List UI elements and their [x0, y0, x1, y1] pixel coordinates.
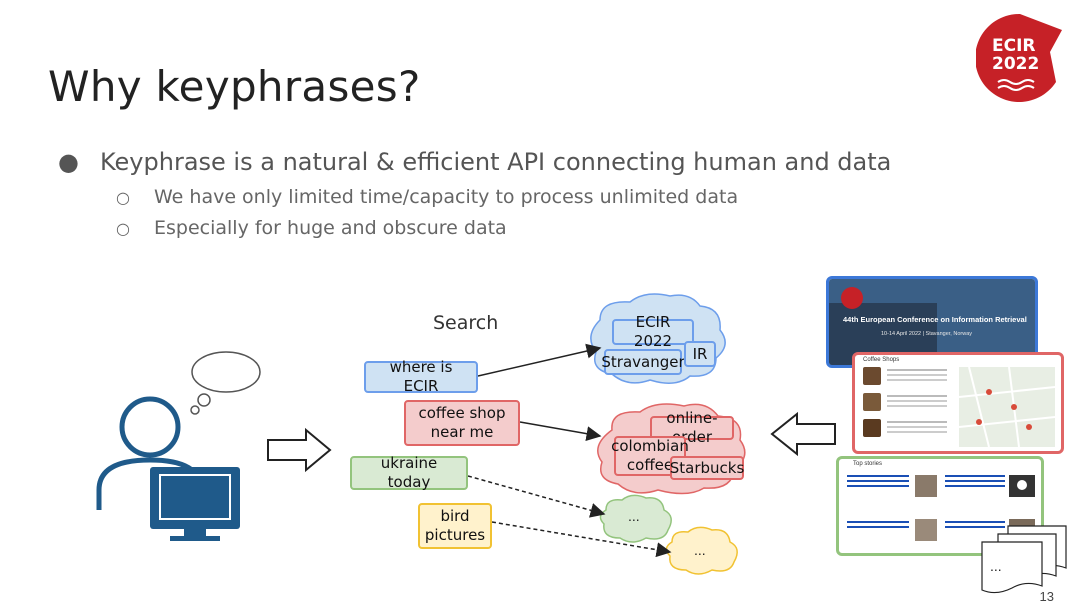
logo-text-ecir: ECIR	[992, 36, 1036, 56]
query-where-is-ecir: where is ECIR	[364, 358, 478, 395]
thought-bubble-icon	[190, 351, 261, 415]
query-coffee-shop: coffee shop near me	[404, 400, 520, 446]
cloud-label-ecir2022: ECIR 2022	[612, 313, 694, 350]
map-area	[958, 366, 1056, 448]
slide-title: Why keyphrases?	[48, 62, 421, 111]
sub-bullet-text: Especially for huge and obscure data	[154, 217, 507, 239]
news-play-icon	[1017, 480, 1027, 490]
thumbnail-coffee-map: Coffee Shops	[852, 352, 1064, 454]
cloud-green	[599, 494, 672, 543]
coffee-map-heading: Coffee Shops	[863, 357, 900, 363]
left-arrow-icon	[770, 411, 836, 457]
cloud-label-green-ellipsis: ...	[628, 508, 640, 524]
query-bird-pictures: bird pictures	[418, 503, 492, 549]
search-label: Search	[433, 312, 499, 334]
coffee-photo-2	[863, 393, 881, 411]
sub-bullet-dot: ○	[116, 188, 130, 207]
cloud-label-yellow-ellipsis: ...	[694, 542, 706, 558]
news-heading: Top stories	[853, 461, 883, 467]
ecir-logo-icon	[975, 13, 1062, 102]
stacked-pages: ...	[980, 524, 1070, 600]
news-headline-lines-2	[945, 475, 1005, 477]
thumbnail-news: Top stories	[836, 456, 1044, 556]
page-number: 13	[1039, 589, 1054, 604]
arrow-ukraine	[467, 475, 606, 518]
coffee-text-lines-2	[887, 395, 947, 397]
coffee-text-lines-1	[887, 369, 947, 371]
sub-bullet-dot: ○	[116, 219, 130, 238]
monitor-icon	[150, 467, 240, 541]
coffee-photo-1	[863, 367, 881, 385]
news-photo-2	[915, 519, 937, 541]
stacked-pages-icon	[981, 525, 1067, 594]
bullet-main: ● Keyphrase is a natural & efficient API …	[58, 148, 891, 176]
query-ukraine-today: ukraine today	[350, 454, 468, 491]
cloud-yellow	[665, 526, 738, 575]
coffee-text-lines-3	[887, 421, 947, 423]
news-headline-lines-4	[945, 521, 1005, 523]
arrow-bird	[491, 521, 672, 558]
news-headline-lines-1	[847, 475, 909, 477]
cloud-label-stravanger: Stravanger	[601, 349, 685, 375]
ecir-site-logo-icon	[841, 287, 863, 309]
sub-bullet-1: ○ We have only limited time/capacity to p…	[116, 186, 738, 208]
bullet-dot: ●	[58, 148, 79, 176]
ecir-logo: ECIR 2022	[975, 12, 1064, 104]
right-arrow-icon	[267, 427, 332, 473]
ecir-site-title: 44th European Conference on Information …	[843, 315, 1027, 324]
stacked-pages-ellipsis: ...	[990, 558, 1002, 574]
sub-bullet-text: We have only limited time/capacity to pr…	[154, 186, 739, 208]
cloud-label-starbucks: Starbucks	[670, 456, 744, 480]
sub-bullet-2: ○ Especially for huge and obscure data	[116, 217, 507, 239]
map-roads-icon	[958, 366, 1056, 448]
news-photo-1	[915, 475, 937, 497]
cloud-label-ir: IR	[684, 341, 716, 367]
coffee-photo-3	[863, 419, 881, 437]
arrow-ecir	[477, 343, 602, 377]
arrow-coffee	[519, 421, 602, 442]
bullet-main-text: Keyphrase is a natural & efficient API c…	[100, 148, 892, 176]
news-headline-lines-3	[847, 521, 909, 523]
ecir-site-subtitle: 10-14 April 2022 | Stavanger, Norway	[881, 331, 973, 337]
logo-text-year: 2022	[992, 54, 1040, 74]
